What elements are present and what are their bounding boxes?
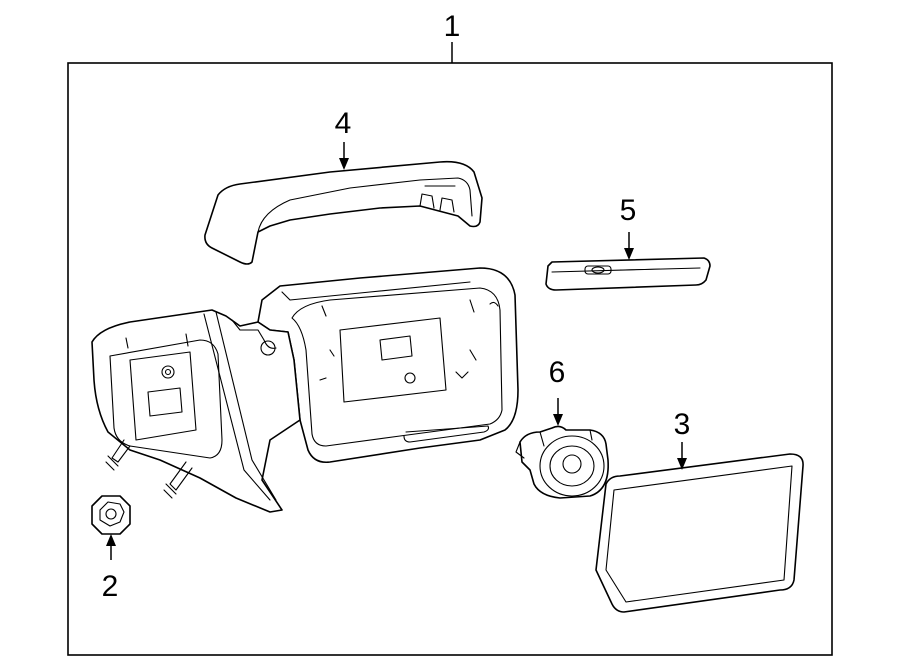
part-mirror-base[interactable] bbox=[91, 309, 301, 513]
part-motor[interactable] bbox=[515, 425, 609, 499]
callout-nut[interactable]: 2 bbox=[102, 534, 119, 603]
part-mirror-housing[interactable] bbox=[257, 267, 519, 464]
part-cover[interactable] bbox=[204, 160, 483, 265]
arrowhead-2 bbox=[106, 534, 116, 546]
callout-label-4: 4 bbox=[335, 107, 352, 140]
callout-mirror-assembly[interactable]: 1 bbox=[444, 10, 461, 63]
part-mirror-glass[interactable] bbox=[595, 453, 804, 613]
callout-label-3: 3 bbox=[674, 408, 691, 441]
callout-label-6: 6 bbox=[549, 356, 566, 389]
arrowhead-4 bbox=[339, 158, 349, 170]
arrowhead-5 bbox=[624, 248, 634, 260]
callout-mirror-glass[interactable]: 3 bbox=[674, 408, 691, 470]
assembly-frame bbox=[67, 62, 833, 656]
arrowhead-3 bbox=[677, 458, 687, 470]
callout-signal-lamp[interactable]: 5 bbox=[620, 194, 637, 260]
callout-cover[interactable]: 4 bbox=[335, 107, 352, 170]
arrowhead-6 bbox=[553, 414, 563, 426]
part-nut[interactable] bbox=[91, 495, 131, 535]
callout-motor[interactable]: 6 bbox=[549, 356, 566, 426]
callout-label-5: 5 bbox=[620, 194, 637, 227]
callout-label-1: 1 bbox=[444, 10, 461, 43]
part-signal-lamp[interactable] bbox=[545, 257, 711, 291]
callout-label-2: 2 bbox=[102, 570, 119, 603]
